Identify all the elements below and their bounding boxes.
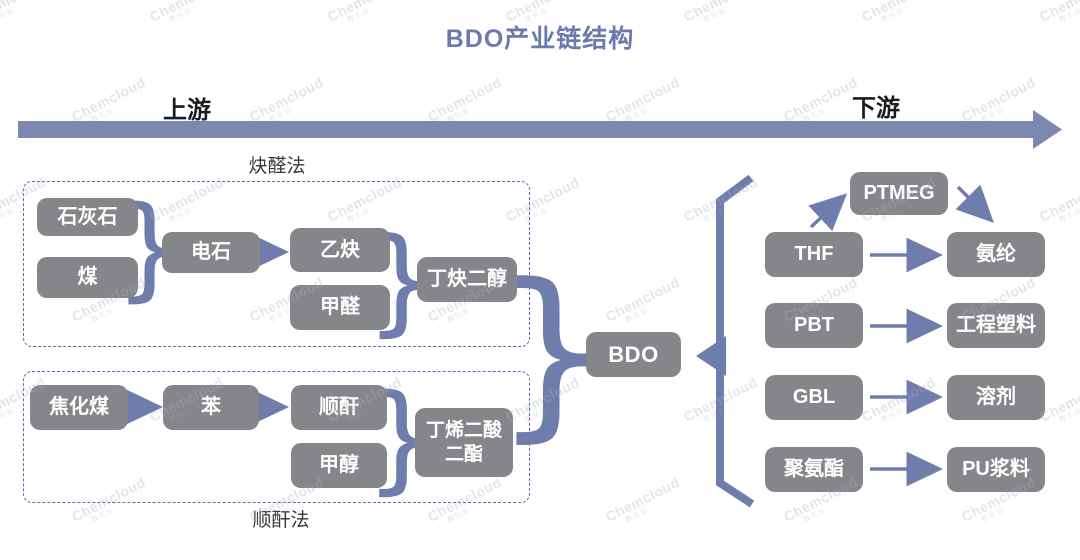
node-engineering-plastics: 工程塑料 [947,303,1045,348]
node-bdo: BDO [586,332,681,377]
maleic-method-group [23,371,530,503]
node-pbt: PBT [765,303,863,348]
node-coking-coal: 焦化煤 [30,385,128,430]
node-formaldehyde: 甲醛 [290,285,390,330]
node-solvent: 溶剂 [947,375,1045,420]
bdo-branch-bracket [696,174,755,508]
node-thf: THF [765,232,863,277]
maleic-method-label: 顺酐法 [252,510,310,531]
downstream-label: 下游 [852,95,900,122]
merge-brace-bdo: } [493,245,611,459]
acetylene-method-label: 炔醛法 [248,156,306,177]
node-butenedioate: 丁烯二酸 二酯 [415,408,513,477]
node-butynediol: 丁炔二醇 [417,257,517,302]
merge-brace-butenedioate: } [364,368,440,506]
node-carbide: 电石 [162,232,260,273]
upstream-label: 上游 [163,97,211,124]
page-title: BDO产业链结构 [445,25,635,53]
arrow-ptmeg-spandex [955,184,994,223]
node-coal: 煤 [37,257,138,298]
node-maleic-anhydride: 顺酐 [291,385,387,430]
merge-brace-butynediol: } [365,213,439,348]
node-ptmeg: PTMEG [850,172,948,215]
node-acetylene: 乙炔 [290,228,390,272]
arrow-thf-ptmeg [808,193,848,232]
node-limestone: 石灰石 [37,198,138,236]
node-polyurethane: 聚氨酯 [765,447,863,492]
node-benzene: 苯 [163,385,259,430]
node-gbl: GBL [765,375,863,420]
node-pu-slurry: PU浆料 [947,447,1045,492]
node-spandex: 氨纶 [947,232,1045,277]
node-methanol: 甲醇 [291,443,387,488]
acetylene-method-group [23,181,530,347]
